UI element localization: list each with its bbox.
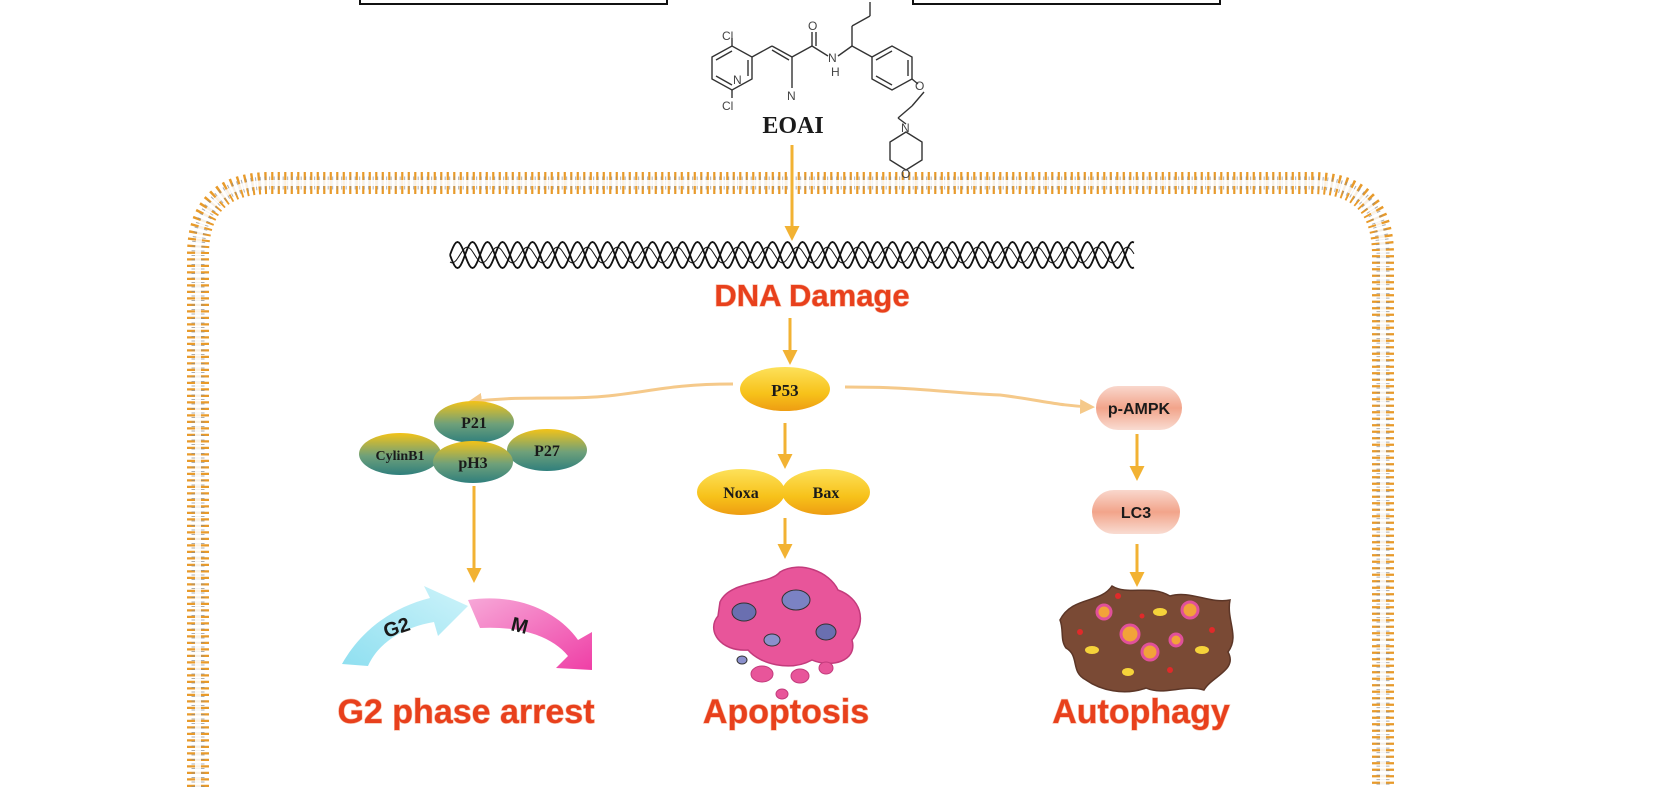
lc3-label: LC3: [1121, 505, 1151, 522]
ph3-node: [433, 441, 513, 483]
pampk-node: [1096, 386, 1182, 430]
p53-label: P53: [771, 381, 798, 400]
dna-helix: [449, 241, 1135, 269]
atom-cl-1: Cl: [722, 29, 733, 43]
top-right-box: [912, 0, 1221, 5]
ph3-label: pH3: [458, 455, 487, 472]
cylinb1-node: [359, 433, 441, 475]
atom-o-3: O: [901, 167, 910, 181]
noxa-node: [697, 469, 785, 515]
m-arrow: [468, 598, 592, 670]
atom-o-2: O: [915, 79, 924, 93]
noxa-label: Noxa: [723, 485, 759, 502]
top-left-box: [359, 0, 668, 5]
p53-node: [740, 367, 830, 411]
lc3-node: [1092, 490, 1180, 534]
arrow-p53-to-right: [844, 385, 1095, 415]
pampk-label: p-AMPK: [1108, 401, 1171, 418]
p27-label: P27: [534, 443, 560, 460]
drug-name: EOAI: [762, 113, 823, 139]
bax-node: [782, 469, 870, 515]
p21-node: [434, 401, 514, 443]
autophagy-label: Autophagy: [1052, 693, 1230, 731]
bax-label: Bax: [813, 485, 840, 502]
eoai-structure: [711, 2, 925, 171]
g2-arrow: [342, 586, 468, 666]
cylinb1-label: CylinB1: [375, 449, 424, 464]
autophagic-cell-illustration: [1059, 584, 1234, 693]
atom-o-1: O: [808, 19, 817, 33]
p27-node: [507, 429, 587, 471]
atom-n-2: N: [828, 51, 837, 65]
apoptosis-label: Apoptosis: [703, 693, 869, 731]
g2-arrest-label: G2 phase arrest: [337, 693, 594, 731]
atom-n-4: N: [901, 121, 910, 135]
atom-n-1: N: [733, 73, 742, 87]
atom-cl-2: Cl: [722, 99, 733, 113]
atom-n-3: N: [787, 89, 796, 103]
m-label: M: [509, 614, 530, 639]
atom-h: H: [831, 65, 840, 79]
dna-damage-label: DNA Damage: [714, 278, 909, 313]
p21-label: P21: [461, 415, 487, 432]
arrow-p53-to-left: [467, 382, 734, 408]
apoptotic-cell-illustration: [712, 566, 862, 700]
